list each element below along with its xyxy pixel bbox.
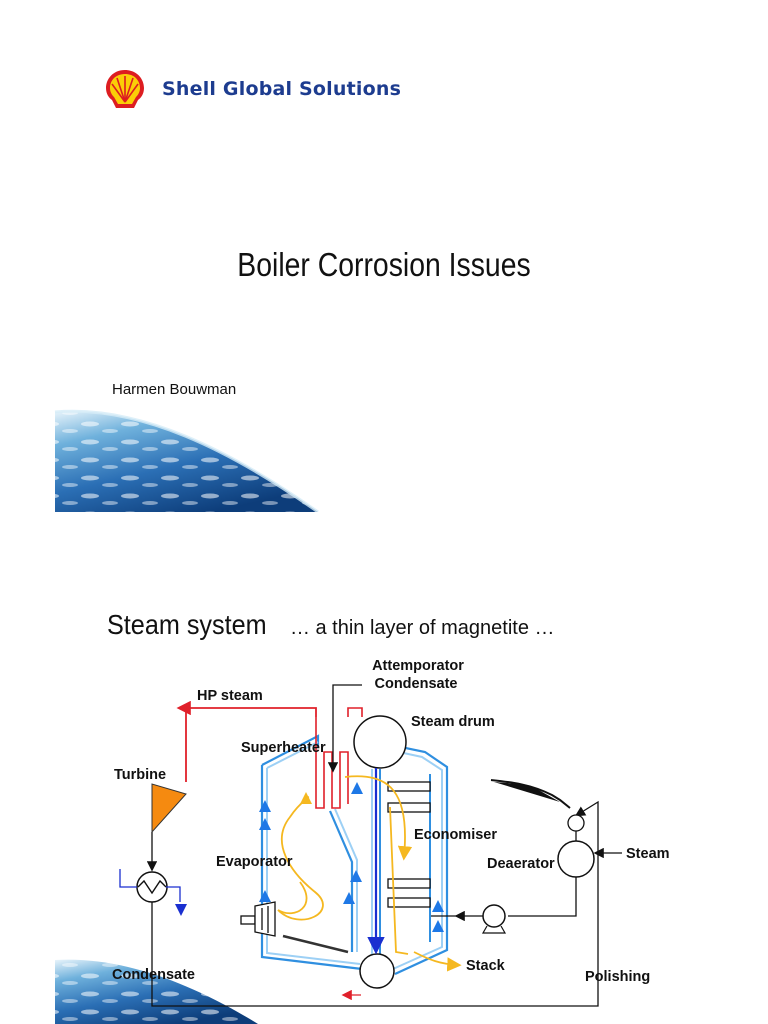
condenser-icon (119, 869, 187, 916)
label-polishing: Polishing (585, 969, 650, 985)
steam-system-slide: Steam system … a thin layer of magnetite… (0, 512, 768, 1024)
heading-sub: … a thin layer of magnetite … (284, 617, 555, 639)
steam-system-diagram: Attemporator Condensate HP steam Steam d… (112, 658, 670, 1007)
label-deaerator: Deaerator (487, 856, 555, 872)
label-economiser: Economiser (414, 827, 497, 843)
furnace-floor (282, 934, 349, 954)
label-evaporator: Evaporator (216, 854, 293, 870)
economiser-tubes (387, 781, 431, 908)
attemporator-line (327, 684, 362, 773)
burner-icon (240, 901, 276, 937)
title-slide: Shell Global Solutions Boiler Corrosion … (54, 68, 531, 512)
feed-pump-icon (482, 904, 506, 928)
label-steam: Steam (626, 846, 670, 862)
vent-icon (567, 814, 585, 832)
slide-title: Boiler Corrosion Issues (237, 246, 531, 283)
condensate-return-line (151, 800, 599, 1007)
steam-drum (353, 715, 407, 769)
label-hp-steam: HP steam (197, 688, 263, 704)
hp-steam-line (185, 707, 317, 782)
turbine-icon (151, 783, 187, 834)
brand-name: Shell Global Solutions (162, 78, 402, 100)
flue-arrow-up (300, 792, 312, 804)
superheater-coils (315, 707, 363, 809)
deaerator-vessel (557, 840, 595, 878)
label-superheater: Superheater (241, 740, 326, 756)
label-stack: Stack (466, 958, 506, 974)
label-attemporator-condensate: Condensate (375, 676, 458, 692)
flue-gas-flow (277, 775, 462, 972)
earth-image-bottom (55, 959, 258, 1024)
brand-header: Shell Global Solutions (104, 68, 401, 110)
label-turbine: Turbine (114, 767, 166, 783)
label-condensate: Condensate (112, 967, 195, 983)
slide-heading: Steam system … a thin layer of magnetite… (107, 609, 555, 641)
author-name: Harmen Bouwman (112, 381, 237, 398)
shell-pecten-icon (106, 70, 144, 108)
mud-drum (359, 953, 395, 989)
earth-image (54, 409, 319, 512)
heading-main: Steam system (107, 609, 267, 640)
label-steam-drum: Steam drum (411, 714, 495, 730)
vent-plume (490, 779, 571, 809)
label-attemporator: Attemporator (372, 658, 464, 674)
